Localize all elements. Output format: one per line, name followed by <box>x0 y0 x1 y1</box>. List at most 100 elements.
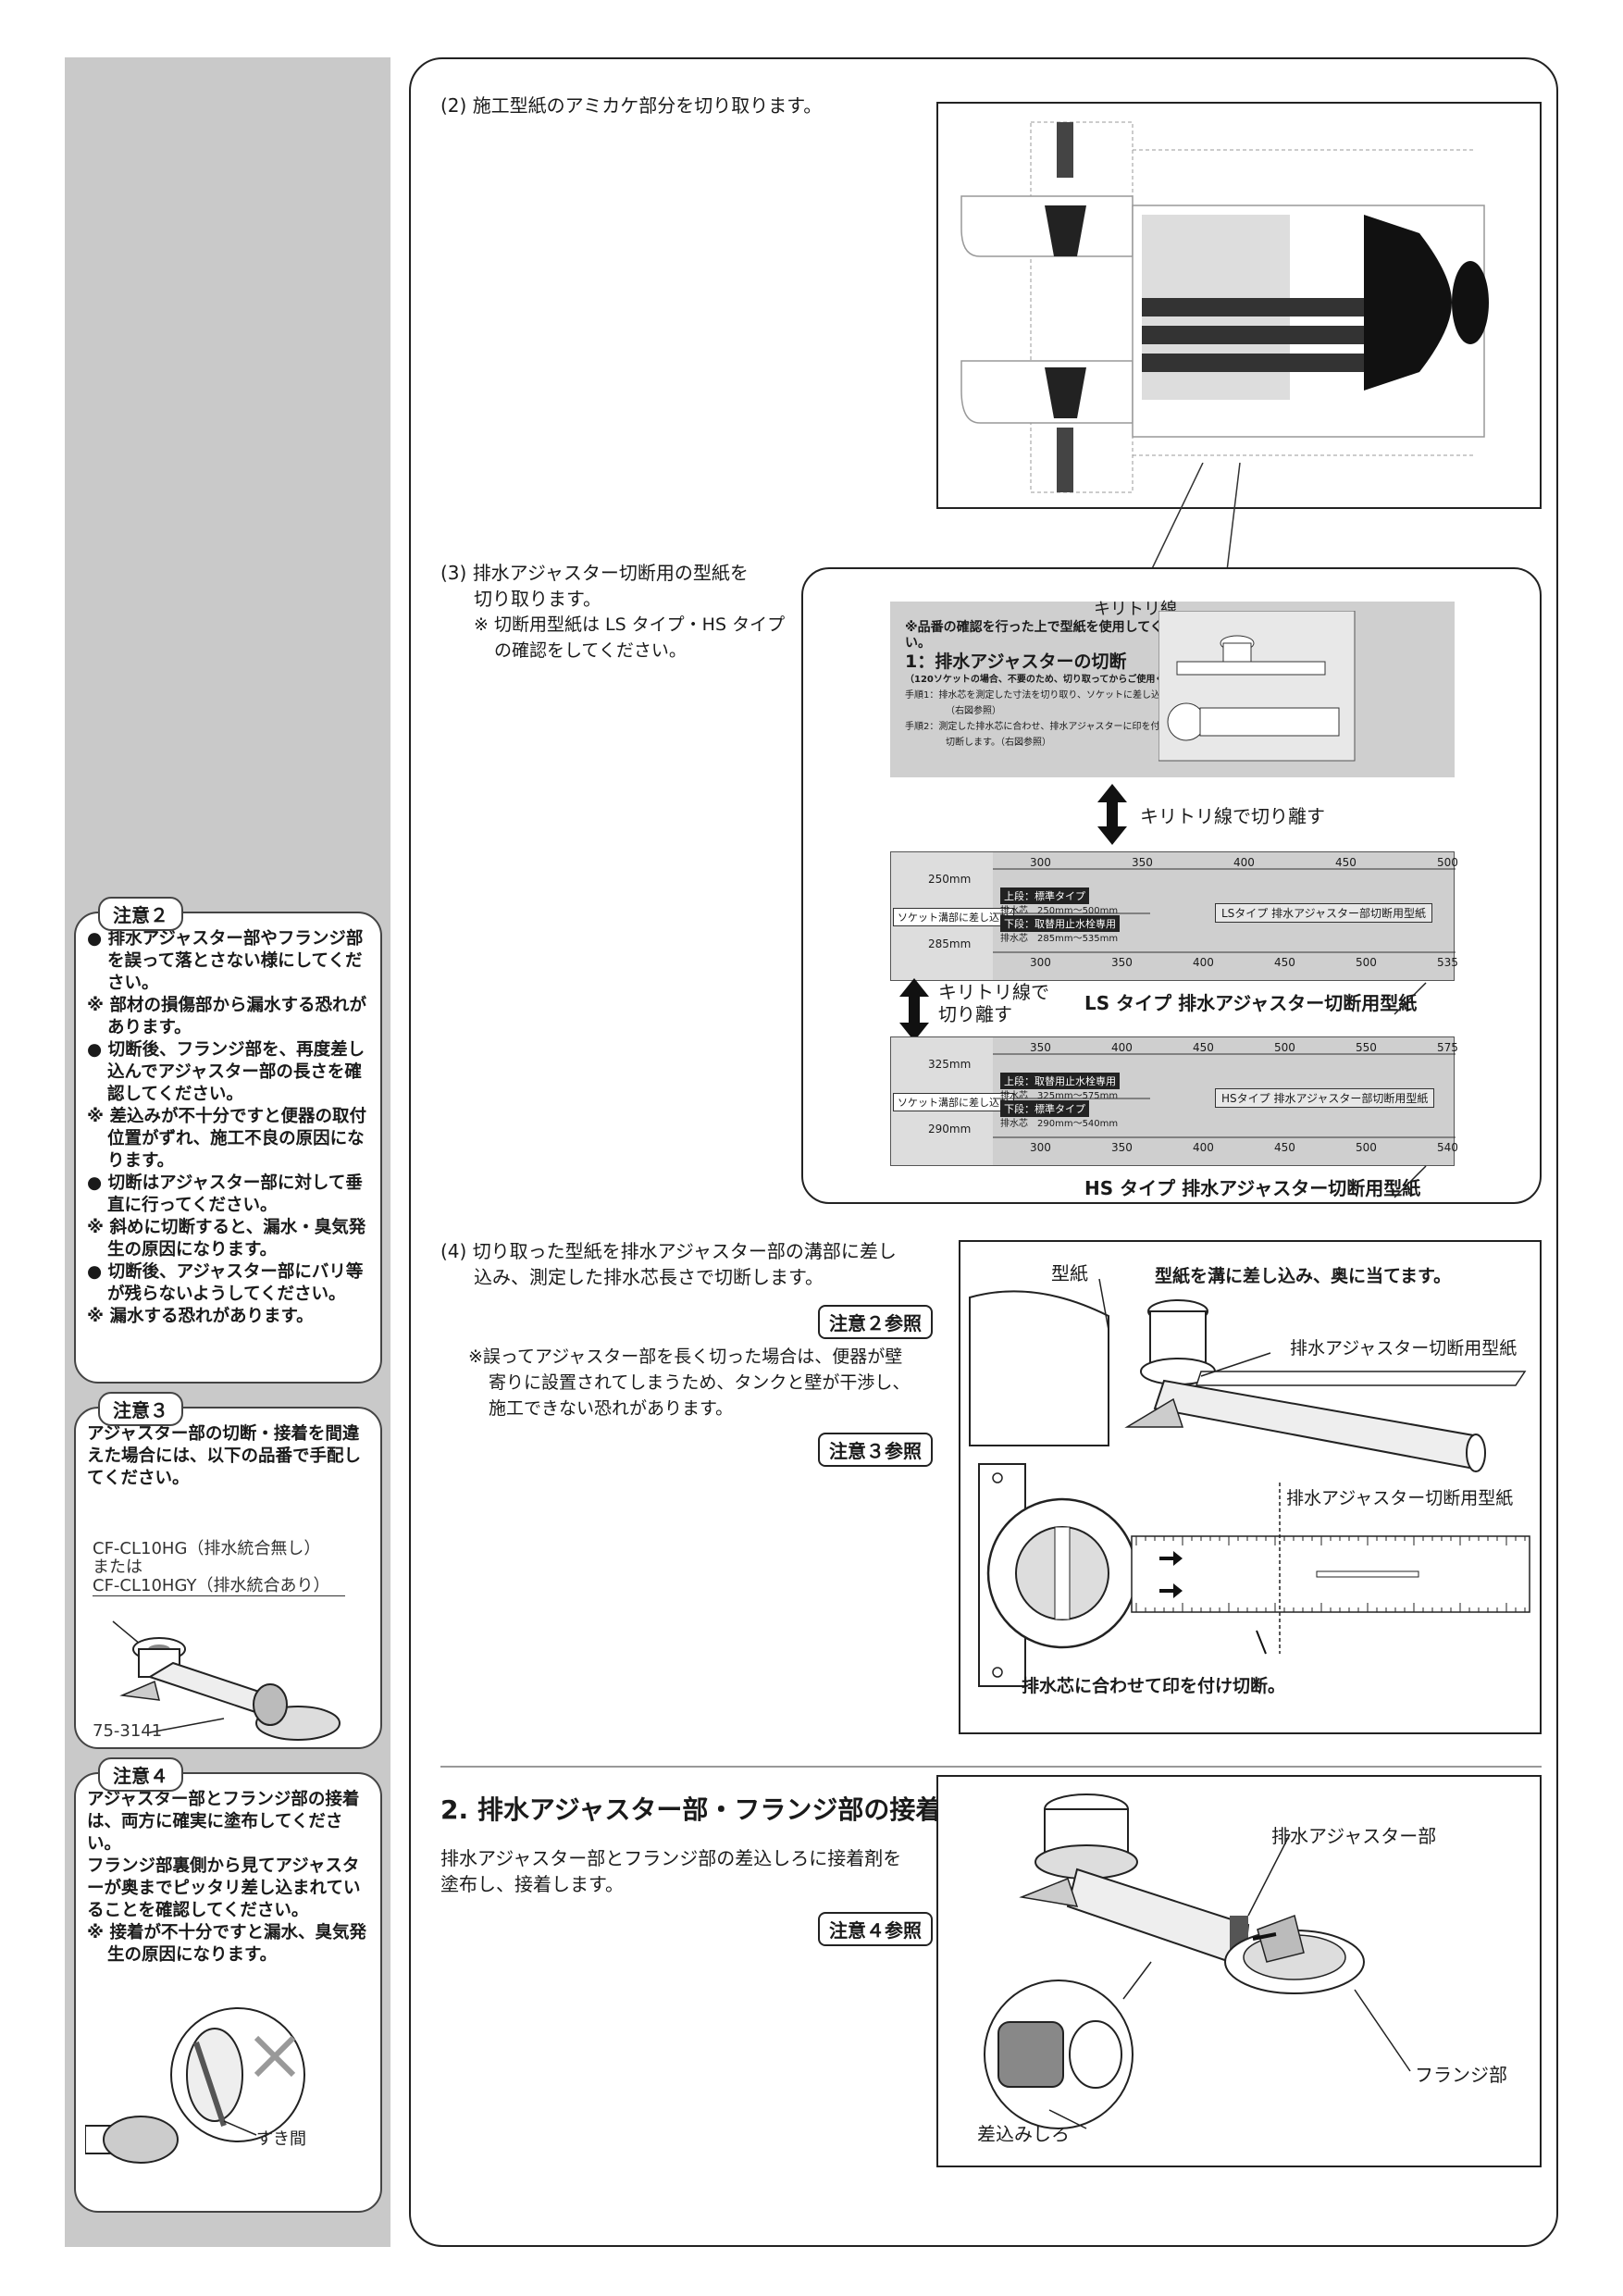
fig4-label-cut1: 排水アジャスター切断用型紙 <box>1290 1338 1518 1359</box>
hs-left-top: 325mm <box>928 1058 972 1071</box>
instruction-step1b: （右図参照） <box>946 706 1001 716</box>
tick-label: 500 <box>1437 856 1458 869</box>
step4-note3: 施工できない恐れがあります。 <box>489 1398 734 1419</box>
tick-label: 400 <box>1233 856 1255 869</box>
tick-label: 300 <box>1030 1141 1051 1154</box>
ls-left-top: 250mm <box>928 873 972 886</box>
step4: (4) 切り取った型紙を排水アジャスター部の溝部に差し 込み、測定した排水芯長さ… <box>440 1238 897 1290</box>
note2-text: 切断後、アジャスター部にバリ等が残らないようしてください。 <box>102 1262 364 1304</box>
step4-note2: 寄りに設置されてしまうため、タンクと壁が干渉し、 <box>489 1372 911 1393</box>
ls-center: LSタイプ 排水アジャスター部切断用型紙 <box>1215 903 1433 923</box>
section2-body: 排水アジャスター部とフランジ部の差込しろに接着剤を 塗布し、接着します。 <box>440 1845 901 1897</box>
note3-part2: CF-CL10HGY（排水統合あり） <box>93 1577 345 1596</box>
tick-label: 550 <box>1356 1041 1377 1054</box>
instruction-panel: キリトリ線 ※品番の確認を行った上で型紙を使用してください。 1：排水アジャスタ… <box>890 600 1455 777</box>
bonding-figure: 排水アジャスター部 フランジ部 差込みしろ <box>936 1775 1542 2167</box>
step4-note: ※誤ってアジャスター部を長く切った場合は、便器が壁 寄りに設置されてしまうため、… <box>468 1344 910 1421</box>
step3-line1: (3) 排水アジャスター切断用の型紙を <box>440 562 749 584</box>
instruction-top-text: キリトリ線 <box>1094 600 1177 619</box>
note2-box: 注意２ ● 排水アジャスター部やフランジ部を誤って落とさない様にしてください。※… <box>74 897 382 1384</box>
tick-label: 400 <box>1111 1041 1133 1054</box>
template-overview-drawing <box>960 121 1489 493</box>
note4-box: 注意４ アジャスター部とフランジ部の接着は、両方に確実に塗布してください。 フラ… <box>74 1757 382 2213</box>
tick-label: 300 <box>1030 856 1051 869</box>
hs-ruler: 325mm 290mm ソケット溝部に差し込む 上段：取替用止水栓専用 排水芯 … <box>890 1036 1458 1166</box>
instruction-step1: 手順1：排水芯を測定した寸法を切り取り、ソケットに差し込みます。 <box>905 690 1196 701</box>
note2-mark: ※ <box>87 1218 104 1237</box>
instruction-head3: （120ソケットの場合、不要のため、切り取ってからご使用ください。） <box>905 675 1207 685</box>
label-adjuster: 排水アジャスター部 <box>1271 1825 1437 1847</box>
cutting-figure: 型紙 型紙を溝に差し込み、奥に当てます。 排水アジャスター切断用型紙 排水アジャ… <box>959 1240 1542 1734</box>
ls-caption: LS タイプ 排水アジャスター切断用型紙 <box>1084 992 1418 1014</box>
bonding-drawing <box>984 1793 1411 2129</box>
note2-line: ● 切断はアジャスター部に対して垂直に行ってください。 <box>87 1173 373 1217</box>
ls-ticks <box>993 868 1456 953</box>
tick-label: 350 <box>1030 1041 1051 1054</box>
section2-body2: 塗布し、接着します。 <box>440 1873 624 1895</box>
note4-tag: 注意４ <box>98 1757 183 1792</box>
cut-label-2: キリトリ線で 切り離す <box>938 981 1049 1025</box>
instruction-text: ※品番の確認を行った上で型紙を使用してください。 1：排水アジャスターの切断 （… <box>905 620 1210 751</box>
hs-caption: HS タイプ 排水アジャスター切断用型紙 <box>1084 1177 1421 1199</box>
note4-text2: フランジ部裏側から見てアジャスターが奥までピッタリ差し込まれていることを確認して… <box>87 1856 361 1920</box>
note2-mark: ● <box>87 1040 103 1060</box>
hs-upper-label: 上段：取替用止水栓専用 <box>1000 1073 1120 1089</box>
tick-label: 350 <box>1132 856 1153 869</box>
template-overview-figure <box>936 102 1542 509</box>
note4-mark: ※ <box>87 1923 104 1942</box>
hs-lower-label: 下段：標準タイプ <box>1000 1100 1089 1117</box>
tick-label: 350 <box>1111 1141 1133 1154</box>
step3-line2: 切り取ります。 <box>474 588 601 610</box>
note2-line: ※ 差込みが不十分ですと便器の取付位置がずれ、施工不良の原因になります。 <box>87 1106 373 1173</box>
instruction-step2: 手順2：測定した排水芯に合わせ、排水アジャスターに印を付け <box>905 722 1170 732</box>
note3-parts: CF-CL10HG（排水統合無し） または CF-CL10HGY（排水統合あり） <box>93 1540 345 1596</box>
hs-lower-range: 排水芯 290mm〜540mm <box>1000 1119 1119 1129</box>
tick-label: 400 <box>1193 1141 1214 1154</box>
cut-arrow-icon <box>1097 784 1127 845</box>
note2-line: ● 切断後、フランジ部を、再度差し込んでアジャスター部の長さを確認してください。 <box>87 1039 373 1106</box>
step3-note1: ※ 切断用型紙は LS タイプ・HS タイプ <box>474 614 786 635</box>
label-flange: フランジ部 <box>1415 2064 1507 2086</box>
ls-socket: ソケット溝部に差し込む <box>893 908 1014 926</box>
note2-line: ※ 斜めに切断すると、漏水・臭気発生の原因になります。 <box>87 1217 373 1261</box>
hs-upper-range: 排水芯 325mm〜575mm <box>1000 1091 1119 1101</box>
hs-caption-leader <box>1394 1165 1427 1198</box>
section2-title: 2. 排水アジャスター部・フランジ部の接着 <box>440 1794 942 1825</box>
instruction-head2: 1：排水アジャスターの切断 <box>905 652 1127 672</box>
ls-lower-range: 排水芯 285mm〜535mm <box>1000 934 1119 944</box>
tick-label: 450 <box>1274 1141 1295 1154</box>
note2-text: 漏水する恐れがあります。 <box>104 1307 314 1326</box>
note2-text: 切断はアジャスター部に対して垂直に行ってください。 <box>102 1173 363 1215</box>
ls-ruler: 250mm 285mm ソケット溝部に差し込む 上段：標準タイプ 排水芯 250… <box>890 851 1458 981</box>
note2-mark: ● <box>87 1262 103 1282</box>
fig4-caption-bottom: 排水芯に合わせて印を付け切断。 <box>1022 1676 1286 1696</box>
instruction-diagram <box>1158 611 1356 762</box>
step2-text: (2) 施工型紙のアミカケ部分を切り取ります。 <box>440 94 823 117</box>
step3: (3) 排水アジャスター切断用の型紙を 切り取ります。 ※ 切断用型紙は LS … <box>440 560 785 664</box>
tick-label: 350 <box>1111 956 1133 969</box>
instruction-head1: ※品番の確認を行った上で型紙を使用してください。 <box>905 620 1189 651</box>
step4-line2: 込み、測定した排水芯長さで切断します。 <box>474 1266 824 1288</box>
fig4-template-label: 型紙 <box>1051 1262 1088 1285</box>
step4-note1: ※誤ってアジャスター部を長く切った場合は、便器が壁 <box>468 1347 903 1367</box>
cut-label-2a: キリトリ線で <box>938 981 1049 1003</box>
section2-body1: 排水アジャスター部とフランジ部の差込しろに接着剤を <box>440 1847 902 1869</box>
main-frame <box>409 57 1558 2247</box>
note3-box: 注意３ アジャスター部の切断・接着を間違えた場合には、以下の品番で手配してくださ… <box>74 1392 382 1749</box>
note2-text: 切断後、フランジ部を、再度差し込んでアジャスター部の長さを確認してください。 <box>102 1040 365 1104</box>
hs-ticks <box>993 1053 1456 1138</box>
hs-center: HSタイプ 排水アジャスター部切断用型紙 <box>1215 1088 1435 1108</box>
note3-tag: 注意３ <box>98 1392 183 1426</box>
note4-text3: 接着が不十分ですと漏水、臭気発生の原因になります。 <box>107 1923 366 1965</box>
cutting-drawing <box>969 1278 1530 1687</box>
note3-part3: 75-3141 <box>93 1721 163 1741</box>
note3-or: または <box>93 1558 142 1577</box>
ref-note3: 注意３参照 <box>818 1433 933 1467</box>
note4-body: アジャスター部とフランジ部の接着は、両方に確実に塗布してください。 フランジ部裏… <box>76 1774 380 1974</box>
tick-label: 500 <box>1356 1141 1377 1154</box>
note2-text: 部材の損傷部から漏水する恐れがあります。 <box>104 996 366 1037</box>
